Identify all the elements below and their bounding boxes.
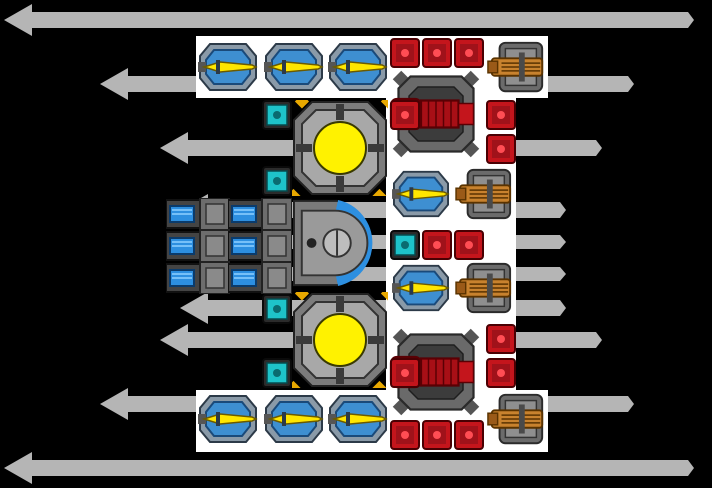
thruster-icon[interactable] — [166, 198, 230, 230]
thruster-icon[interactable] — [228, 198, 292, 230]
armor-block-icon[interactable] — [454, 38, 484, 68]
cockpit-icon[interactable] — [292, 198, 386, 288]
armor-block-icon[interactable] — [390, 100, 420, 130]
shield-block-icon[interactable] — [390, 230, 420, 260]
laser-turret-icon[interactable] — [326, 390, 390, 448]
reactor-icon[interactable] — [292, 100, 388, 196]
laser-turret-icon[interactable] — [326, 38, 390, 96]
plasma-cannon-icon[interactable] — [486, 38, 548, 96]
armor-block-icon[interactable] — [390, 358, 420, 388]
armor-block-icon[interactable] — [486, 324, 516, 354]
reactor-icon[interactable] — [292, 292, 388, 388]
armor-block-icon[interactable] — [390, 38, 420, 68]
armor-block-icon[interactable] — [486, 134, 516, 164]
flow-arrow — [4, 4, 694, 36]
armor-block-icon[interactable] — [486, 100, 516, 130]
armor-block-icon[interactable] — [422, 38, 452, 68]
laser-turret-icon[interactable] — [390, 166, 452, 222]
plasma-cannon-icon[interactable] — [454, 166, 516, 222]
thruster-icon[interactable] — [228, 262, 292, 294]
plasma-cannon-icon[interactable] — [454, 260, 516, 316]
flow-arrow — [4, 452, 694, 484]
laser-turret-icon[interactable] — [196, 390, 260, 448]
thruster-icon[interactable] — [166, 262, 230, 294]
heavy-gun-icon[interactable] — [388, 66, 484, 162]
armor-block-icon[interactable] — [454, 230, 484, 260]
thruster-icon[interactable] — [228, 230, 292, 262]
thruster-icon[interactable] — [166, 230, 230, 262]
armor-block-icon[interactable] — [422, 230, 452, 260]
shield-block-icon[interactable] — [262, 358, 292, 388]
armor-block-icon[interactable] — [486, 358, 516, 388]
laser-turret-icon[interactable] — [262, 38, 326, 96]
shield-block-icon[interactable] — [262, 166, 292, 196]
laser-turret-icon[interactable] — [262, 390, 326, 448]
armor-block-icon[interactable] — [454, 420, 484, 450]
laser-turret-icon[interactable] — [196, 38, 260, 96]
shield-block-icon[interactable] — [262, 100, 292, 130]
shield-block-icon[interactable] — [262, 294, 292, 324]
plasma-cannon-icon[interactable] — [486, 390, 548, 448]
armor-block-icon[interactable] — [422, 420, 452, 450]
armor-block-icon[interactable] — [390, 420, 420, 450]
laser-turret-icon[interactable] — [390, 260, 452, 316]
